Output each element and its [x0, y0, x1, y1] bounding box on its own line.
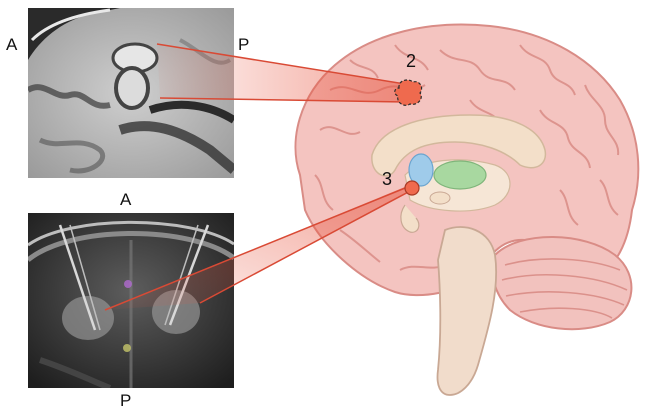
label-target-3: 3: [382, 170, 392, 188]
label-anterior-top: A: [6, 36, 17, 53]
label-posterior-top: P: [238, 36, 249, 53]
brainstem: [438, 227, 497, 395]
label-target-2: 2: [406, 52, 416, 70]
label-posterior-bottom: P: [120, 392, 131, 409]
label-anterior-bottom: A: [120, 191, 131, 208]
thalamus: [434, 161, 486, 189]
target-3-marker: [405, 181, 419, 195]
